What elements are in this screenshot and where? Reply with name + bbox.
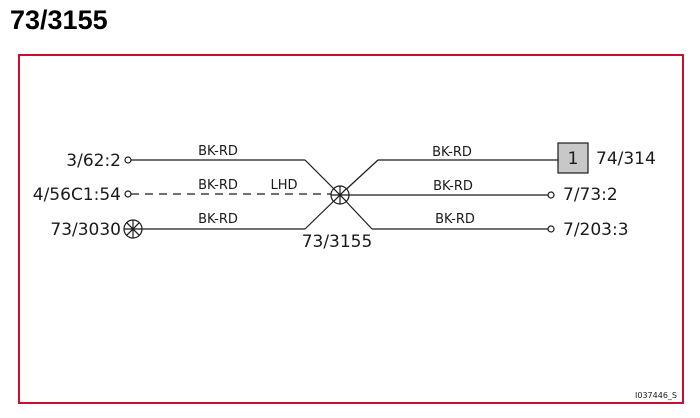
- connector-box-number: 1: [568, 149, 579, 169]
- wire-color-left-3: BK-RD: [198, 212, 238, 227]
- pin-right-2: [547, 191, 555, 199]
- pin-left-2: [124, 190, 132, 198]
- left-connector-label-3: 73/3030: [50, 220, 121, 240]
- wire-color-right-2: BK-RD: [433, 179, 473, 194]
- wire-note-lhd: LHD: [270, 178, 297, 193]
- pin-left-1: [124, 156, 132, 164]
- ground-splice-icon: [123, 219, 143, 239]
- splice-label: 73/3155: [302, 232, 373, 252]
- diagram-frame: [18, 54, 684, 404]
- figure-id: I037446_S: [635, 391, 677, 400]
- right-connector-label-3: 7/203:3: [563, 220, 629, 240]
- left-connector-label-2: 4/56C1:54: [33, 185, 121, 205]
- wire-color-right-1: BK-RD: [432, 145, 472, 160]
- wire-color-right-3: BK-RD: [435, 212, 475, 227]
- connector-box-74-314: [557, 142, 589, 174]
- left-connector-label-1: 3/62:2: [66, 151, 121, 171]
- right-connector-label-1: 74/314: [596, 149, 656, 169]
- right-connector-label-2: 7/73:2: [563, 185, 618, 205]
- page-title: 73/3155: [10, 5, 108, 35]
- wire-color-left-1: BK-RD: [198, 144, 238, 159]
- pin-right-3: [547, 225, 555, 233]
- splice-icon: [330, 185, 350, 205]
- wire-color-left-2: BK-RD: [198, 178, 238, 193]
